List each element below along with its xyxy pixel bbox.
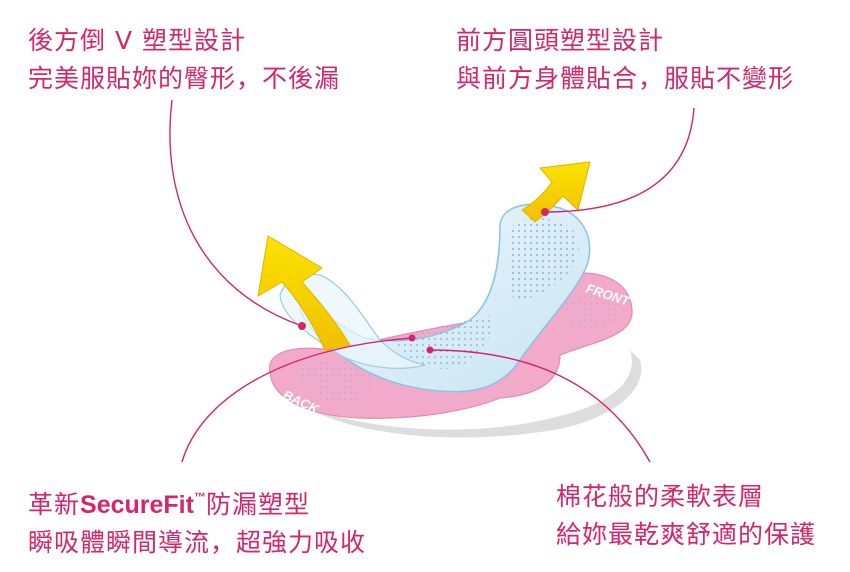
pad-core-center xyxy=(395,315,493,369)
leader-front xyxy=(544,107,695,213)
callout-front-title: 前方圓頭塑型設計 xyxy=(456,26,665,55)
callout-cotton-desc: 給妳最乾爽舒適的保護 xyxy=(556,520,817,549)
securefit-trademark: ™ xyxy=(193,490,206,504)
securefit-brand: SecureFit xyxy=(80,491,194,519)
callout-securefit-desc: 瞬吸體瞬間導流，超強力吸收 xyxy=(28,528,367,557)
callout-cotton-title: 棉花般的柔軟表層 xyxy=(556,482,765,511)
callout-front-desc: 與前方身體貼合，服貼不變形 xyxy=(456,64,795,93)
callout-securefit: 革新SecureFit™防漏塑型 瞬吸體瞬間導流，超強力吸收 xyxy=(28,478,366,562)
arrow-back-icon xyxy=(257,235,351,351)
leader-dots xyxy=(298,208,549,354)
securefit-prefix: 革新 xyxy=(28,490,81,519)
leader-cotton xyxy=(429,349,651,463)
callout-cotton-surface: 棉花般的柔軟表層 給妳最乾爽舒適的保護 xyxy=(556,478,816,554)
callout-securefit-title: 革新SecureFit™防漏塑型 xyxy=(28,478,366,524)
callout-front-round-head: 前方圓頭塑型設計 與前方身體貼合，服貼不變形 xyxy=(456,22,794,98)
leader-securefit xyxy=(181,337,413,463)
securefit-suffix: 防漏塑型 xyxy=(205,490,310,519)
leader-back xyxy=(169,99,303,327)
pad-core-front xyxy=(507,217,579,300)
callout-back-v-shape: 後方倒 V 塑型設計 完美服貼妳的臀形，不後漏 xyxy=(28,22,340,98)
leader-lines xyxy=(169,99,695,463)
callout-back-title: 後方倒 V 塑型設計 xyxy=(28,26,246,55)
callout-back-desc: 完美服貼妳的臀形，不後漏 xyxy=(28,64,341,93)
